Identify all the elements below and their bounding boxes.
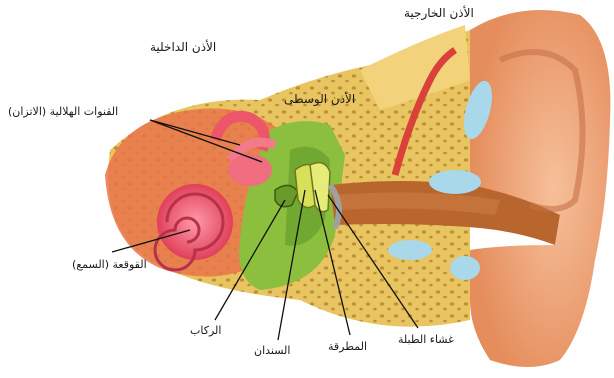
label-stapes: الركاب: [190, 324, 221, 338]
label-eardrum: غشاء الطبلة: [398, 333, 454, 347]
label-semicircular-canals: القنوات الهلالية (الاتزان): [8, 105, 118, 119]
label-outer-ear: الأذن الخارجية: [404, 6, 474, 20]
label-middle-ear: الأذن الوسطى: [284, 92, 355, 106]
label-malleus: المطرقة: [328, 340, 367, 354]
label-cochlea: القوقعة (السمع): [72, 258, 147, 272]
label-incus: السندان: [254, 344, 290, 358]
label-inner-ear: الأذن الداخلية: [150, 40, 216, 54]
pinna: [470, 10, 610, 367]
